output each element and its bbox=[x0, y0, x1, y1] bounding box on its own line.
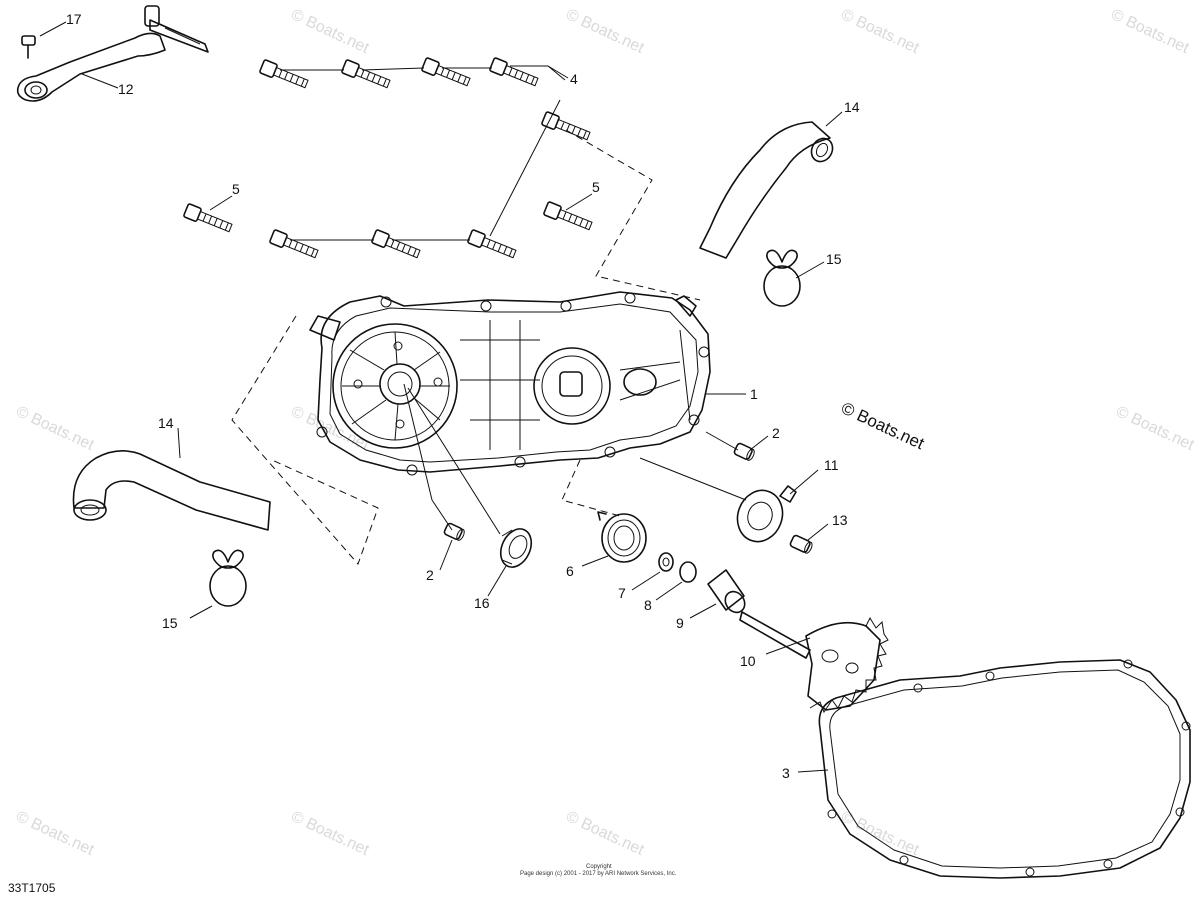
callout-leaders bbox=[39, 21, 843, 773]
copyright-text: Page design (c) 2001 - 2017 by ARI Netwo… bbox=[520, 871, 677, 877]
copyright-title: Copyright bbox=[586, 864, 612, 870]
callout-labels: 17 12 4 5 5 14 15 1 2 11 13 14 15 2 16 6… bbox=[66, 11, 860, 781]
diagram-code: 33T1705 bbox=[8, 881, 56, 895]
callout-12: 12 bbox=[118, 81, 134, 97]
callout-5: 5 bbox=[592, 179, 600, 195]
part-5-bolts bbox=[183, 201, 593, 233]
part-14-hose-left bbox=[72, 450, 271, 531]
callout-15: 15 bbox=[826, 251, 842, 267]
part-1-clutch-cover bbox=[309, 291, 711, 476]
watermark: © Boats.net bbox=[838, 6, 922, 57]
part-4-bolts bbox=[259, 57, 591, 259]
watermark-layer: © Boats.net © Boats.net © Boats.net © Bo… bbox=[13, 6, 1197, 859]
watermark: © Boats.net bbox=[563, 808, 647, 859]
part-2-dowels bbox=[443, 442, 755, 541]
callout-16: 16 bbox=[474, 595, 490, 611]
callout-2: 2 bbox=[772, 425, 780, 441]
part-10-kick-shaft bbox=[739, 611, 889, 714]
bolt-leader-lines bbox=[280, 65, 701, 301]
callout-13: 13 bbox=[832, 512, 848, 528]
callout-1: 1 bbox=[750, 386, 758, 402]
part-12-kick-lever bbox=[16, 5, 209, 102]
part-8-circlip bbox=[679, 561, 697, 583]
part-6-spring bbox=[597, 511, 647, 563]
part-17-bolt bbox=[21, 35, 36, 59]
callout-11: 11 bbox=[824, 457, 839, 473]
watermark: © Boats.net bbox=[288, 6, 372, 57]
part-7-washer bbox=[658, 552, 674, 572]
callout-6: 6 bbox=[566, 563, 574, 579]
cover-leader-lines bbox=[231, 315, 747, 565]
watermark: © Boats.net bbox=[563, 6, 647, 57]
part-11-cam bbox=[736, 485, 797, 543]
part-3-gasket bbox=[818, 659, 1191, 879]
part-13-pin bbox=[789, 534, 813, 554]
part-14-hose-right bbox=[699, 121, 834, 259]
callout-3: 3 bbox=[782, 765, 790, 781]
part-16-bearing bbox=[499, 528, 533, 568]
watermark: © Boats.net bbox=[288, 808, 372, 859]
part-15-clamp-left bbox=[209, 549, 247, 607]
part-9-bushing bbox=[707, 569, 746, 614]
callout-14: 14 bbox=[158, 415, 174, 431]
brand-label: © Boats.net bbox=[838, 398, 927, 453]
callout-4: 4 bbox=[570, 71, 578, 87]
callout-8: 8 bbox=[644, 597, 652, 613]
callout-2: 2 bbox=[426, 567, 434, 583]
callout-17: 17 bbox=[66, 11, 82, 27]
watermark: © Boats.net bbox=[1113, 403, 1197, 454]
callout-5: 5 bbox=[232, 181, 240, 197]
watermark: © Boats.net bbox=[13, 403, 97, 454]
callout-9: 9 bbox=[676, 615, 684, 631]
part-15-clamp-right bbox=[763, 249, 801, 307]
callout-14: 14 bbox=[844, 99, 860, 115]
watermark: © Boats.net bbox=[13, 808, 97, 859]
callout-15: 15 bbox=[162, 615, 178, 631]
callout-7: 7 bbox=[618, 585, 626, 601]
watermark: © Boats.net bbox=[1108, 6, 1192, 57]
callout-10: 10 bbox=[740, 653, 756, 669]
